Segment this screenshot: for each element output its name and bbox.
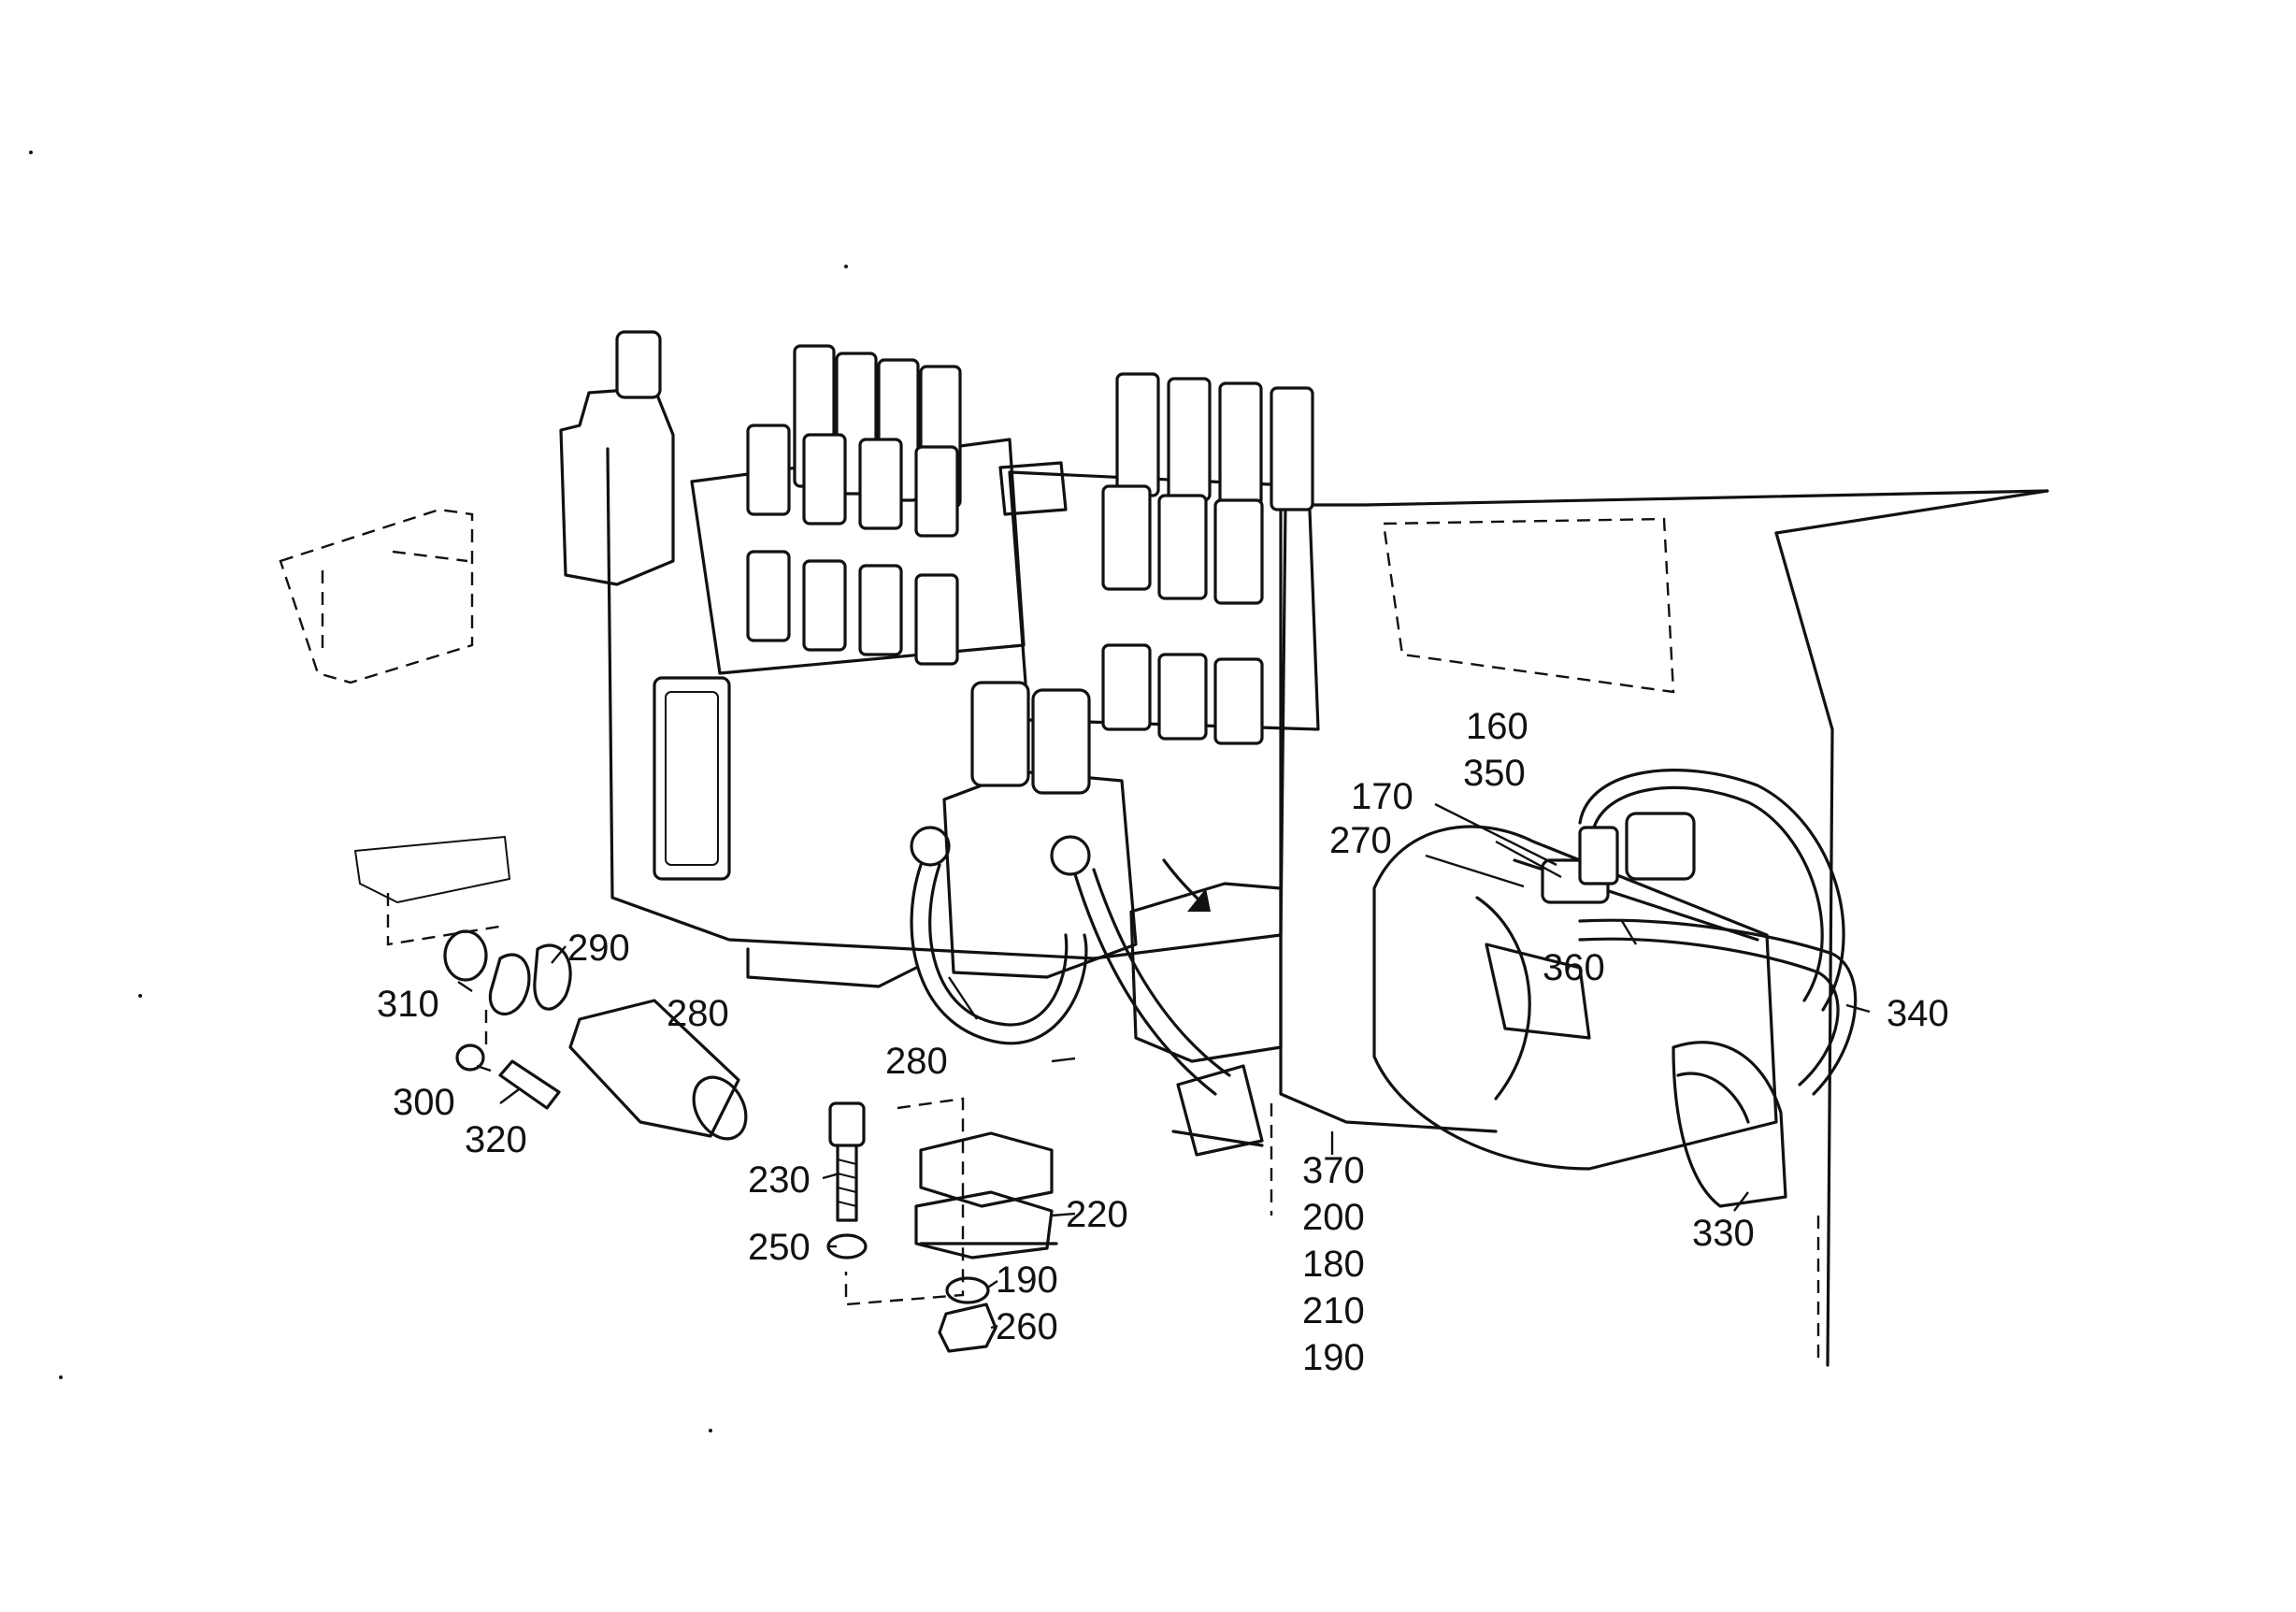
support-block	[1129, 882, 1283, 1157]
rotation-arrow-icon	[1162, 858, 1211, 912]
inspection-window	[653, 676, 731, 881]
callout-320: 320	[465, 1119, 527, 1160]
o-ring	[443, 929, 488, 982]
callout-200: 200	[1302, 1197, 1365, 1238]
callout-330: 330	[1692, 1213, 1755, 1254]
callout-220: 220	[1066, 1194, 1128, 1235]
background-outline-left	[279, 508, 474, 684]
callout-350: 350	[1463, 753, 1526, 794]
clamp-washer	[945, 1276, 990, 1304]
lock-washer	[455, 1043, 485, 1072]
leader-lines	[457, 802, 1871, 1330]
callout-280-fitting: 280	[667, 993, 729, 1034]
callout-190-stack: 190	[1302, 1337, 1365, 1378]
scan-specks	[29, 151, 848, 1432]
callout-370: 370	[1302, 1150, 1365, 1191]
relief-valve-cap	[615, 330, 662, 399]
callout-190-washer: 190	[996, 1259, 1058, 1301]
callout-300: 300	[393, 1082, 455, 1123]
valve-bank-left	[559, 330, 1026, 675]
clamp-half-upper	[919, 1131, 1054, 1208]
hex-nut	[938, 1303, 997, 1353]
callout-230: 230	[748, 1159, 811, 1201]
pump-assembly	[1372, 769, 1858, 1208]
clamp-half-lower	[914, 1190, 1054, 1259]
callout-360: 360	[1543, 947, 1605, 988]
callout-340: 340	[1887, 993, 1949, 1034]
callout-160: 160	[1466, 706, 1528, 747]
callout-310: 310	[377, 984, 439, 1025]
cap-screw	[498, 1059, 561, 1110]
exploded-parts-left	[354, 836, 748, 1141]
callouts: 160 350 170 270 360 340 330 290 280 280 …	[377, 706, 1949, 1378]
callout-210: 210	[1302, 1290, 1365, 1331]
clamp-parts	[826, 1097, 1058, 1353]
callout-180: 180	[1302, 1244, 1365, 1285]
flange-half-b	[533, 943, 572, 1011]
callout-270: 270	[1329, 820, 1392, 861]
flange-half-a	[488, 953, 531, 1016]
callout-170: 170	[1351, 776, 1413, 817]
callout-260: 260	[996, 1306, 1058, 1347]
hose-fitting	[568, 999, 740, 1138]
callout-290: 290	[567, 928, 630, 969]
centre-valve-block	[910, 681, 1231, 1096]
bolt-head	[828, 1101, 866, 1147]
valve-bank-right	[998, 372, 1320, 745]
callout-250: 250	[748, 1227, 811, 1268]
callout-280-hose: 280	[885, 1041, 948, 1082]
